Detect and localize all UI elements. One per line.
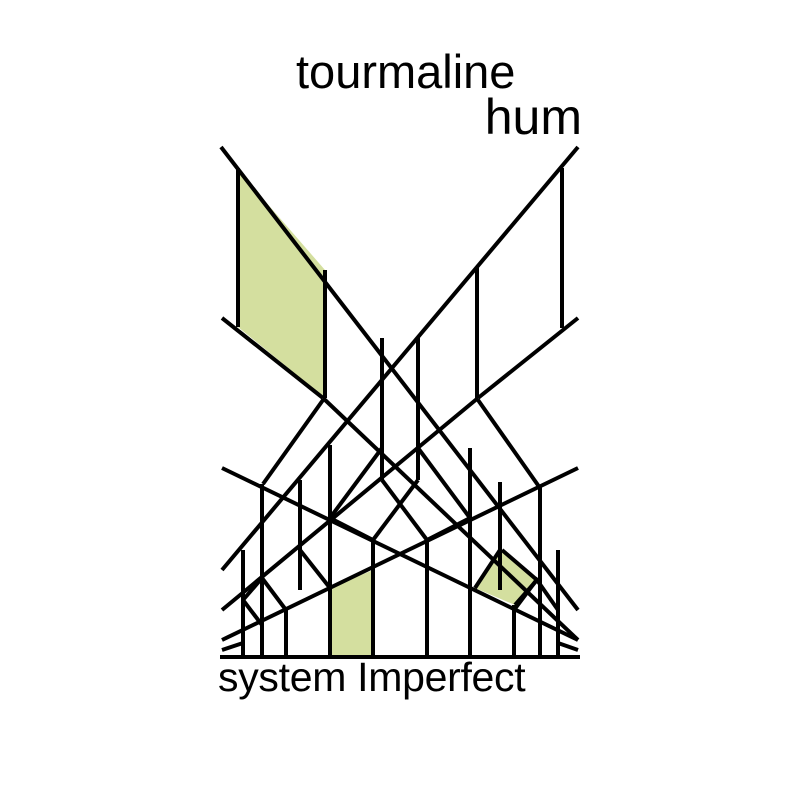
art-line — [371, 478, 420, 542]
art-line — [298, 548, 332, 590]
art-line — [513, 578, 539, 607]
art-line — [260, 576, 288, 612]
art-line — [220, 396, 480, 612]
art-line — [380, 478, 429, 542]
art-line — [220, 316, 325, 400]
art-line — [473, 548, 502, 590]
art-line — [241, 576, 264, 602]
line-work — [219, 145, 580, 659]
art-line — [219, 145, 580, 612]
art-line — [416, 446, 472, 520]
art-line — [261, 398, 325, 486]
art-line — [220, 145, 580, 572]
art-line — [321, 396, 580, 642]
green-fills — [238, 170, 537, 656]
art-line — [535, 578, 560, 612]
art-line — [476, 316, 580, 400]
art-line — [241, 598, 264, 627]
art-line — [500, 548, 539, 582]
art-line — [221, 466, 579, 642]
fill-right — [475, 550, 537, 605]
album-title: system Imperfect — [218, 654, 526, 700]
art-line — [476, 398, 542, 490]
artist-name-line1: tourmaline — [296, 45, 516, 98]
fill-left — [238, 170, 325, 398]
art-line — [329, 516, 374, 542]
art-line — [426, 516, 471, 542]
art-line — [328, 446, 384, 520]
art-line — [221, 641, 244, 652]
artist-name-line2: hum — [484, 89, 582, 145]
art-line — [557, 641, 579, 652]
fill-bottom — [330, 570, 373, 656]
